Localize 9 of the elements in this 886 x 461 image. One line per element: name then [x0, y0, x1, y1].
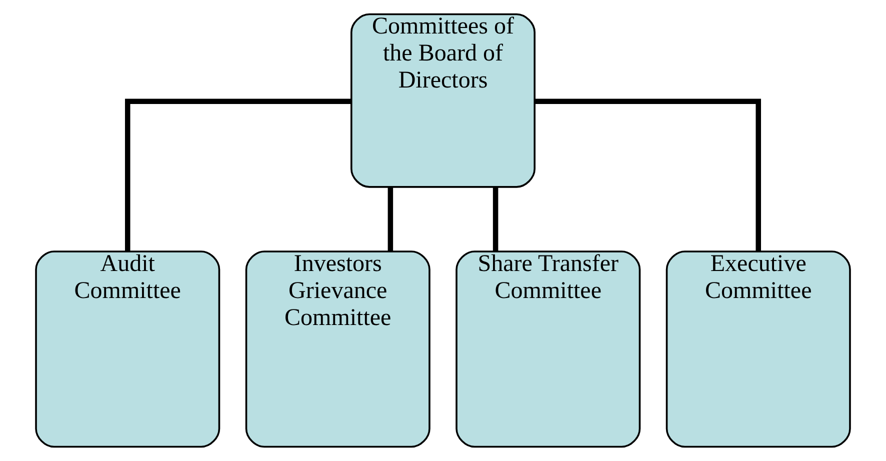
connector — [534, 98, 761, 252]
node-box: Audit Committee — [35, 250, 220, 448]
node-box: Executive Committee — [666, 250, 851, 448]
node-box: Investors Grievance Committee — [245, 250, 430, 448]
connector — [125, 98, 352, 252]
node-box: Committees of the Board of Directors — [350, 13, 536, 188]
node-box: Share Transfer Committee — [456, 250, 641, 448]
connector — [388, 188, 394, 252]
connector — [492, 188, 498, 252]
